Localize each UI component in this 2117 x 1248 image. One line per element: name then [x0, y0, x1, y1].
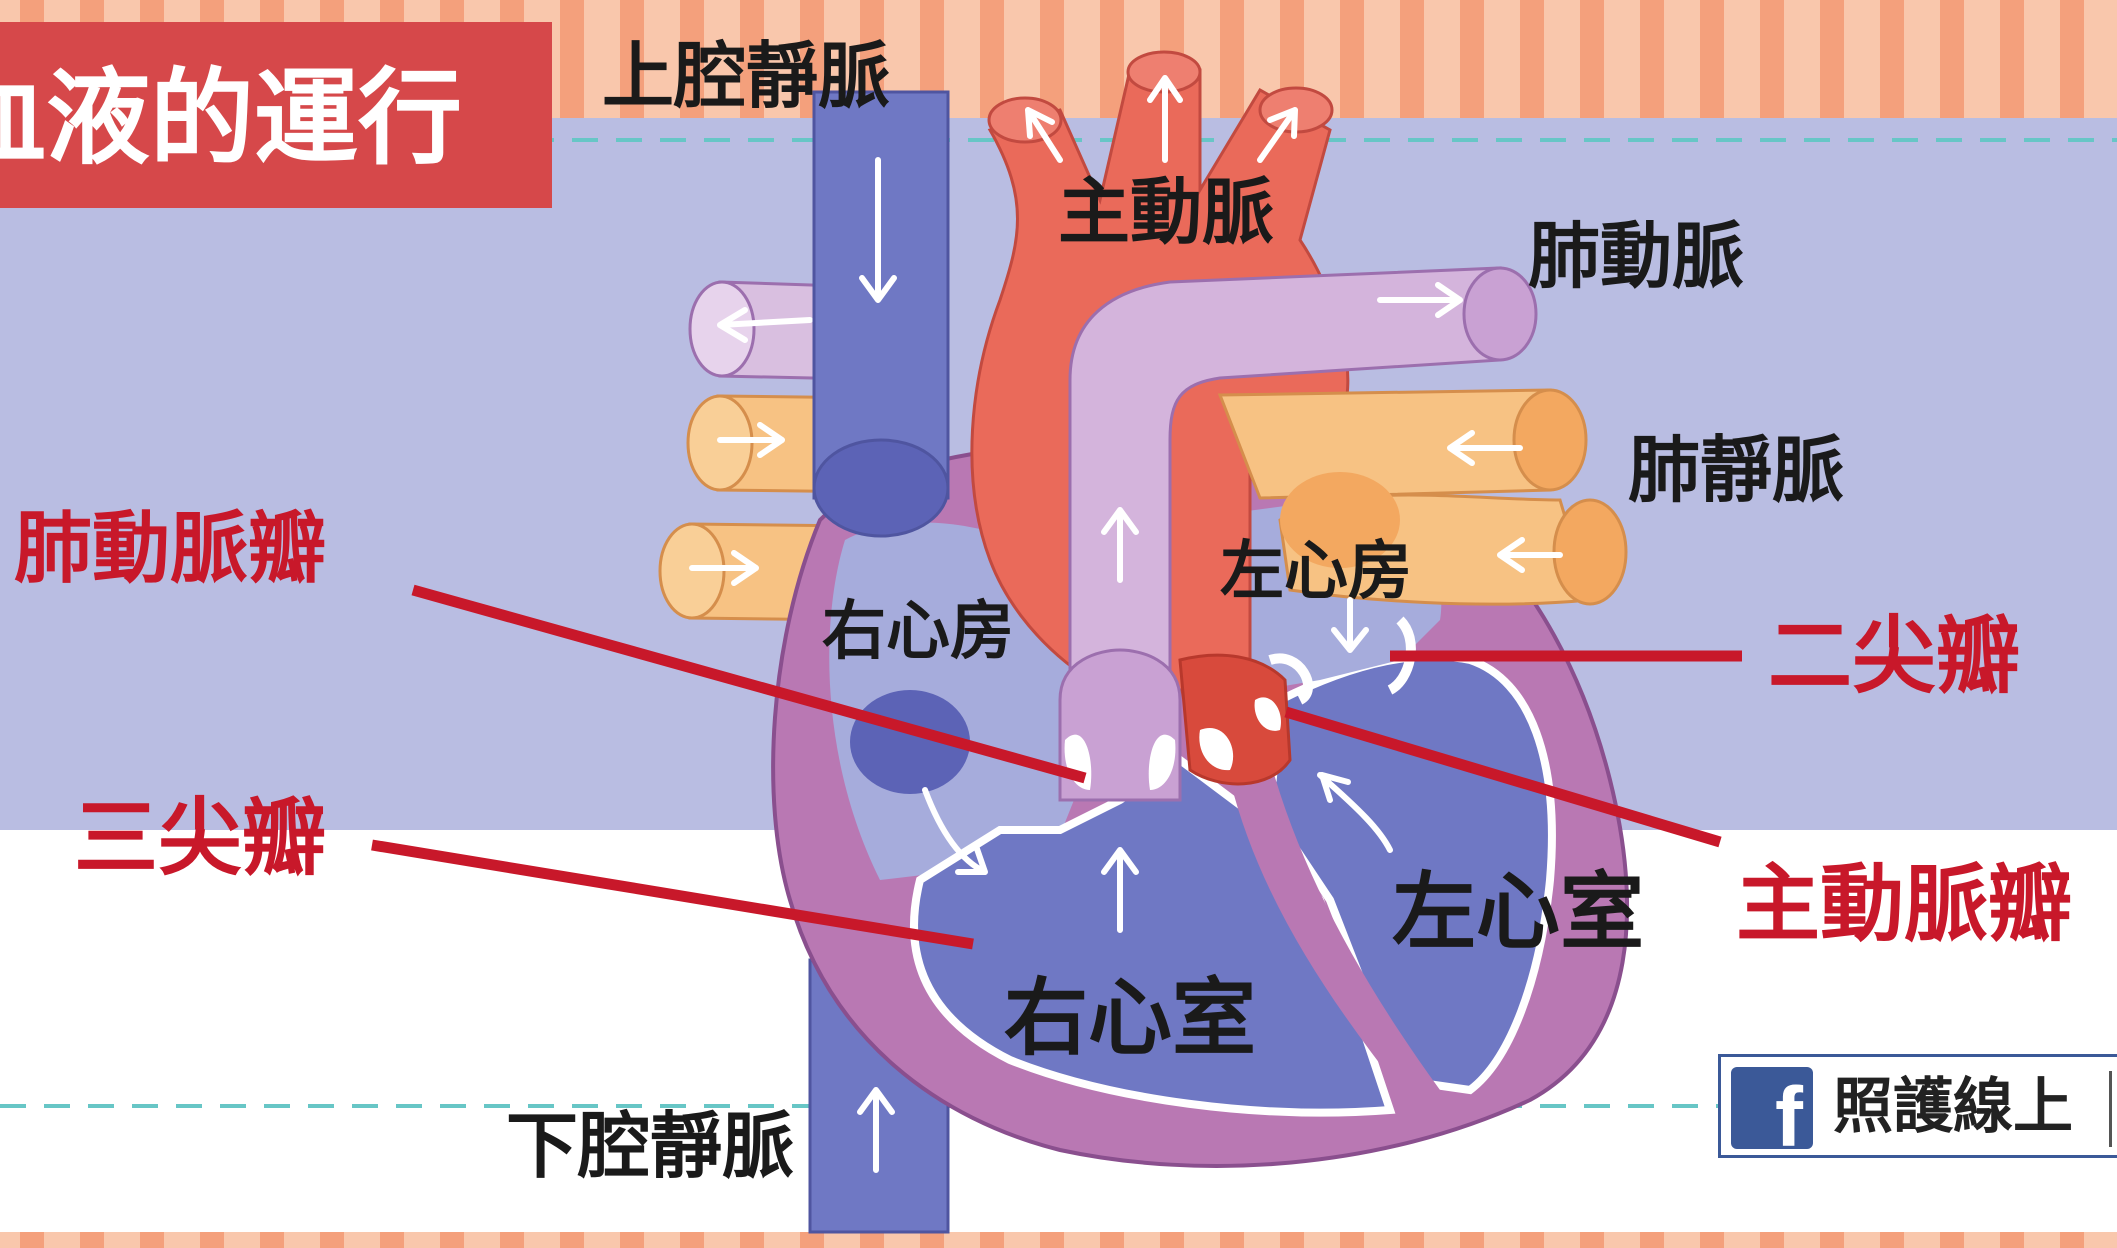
facebook-icon: f [1731, 1067, 1813, 1149]
right-pulmonary-veins [1217, 388, 1628, 606]
pointer-line-pulmonary-valve [411, 584, 1087, 784]
label-aorta: 主動脈 [1058, 170, 1275, 254]
bottom-stripe-band [0, 1232, 2117, 1248]
pointer-line-tricuspid-valve [371, 839, 974, 950]
label-right-atrium: 右心房 [822, 595, 1014, 669]
pulmonary-artery-trunk [1068, 266, 1538, 692]
label-inferior-vena-cava: 下腔靜脈 [506, 1104, 795, 1188]
septum [1230, 760, 1440, 1090]
diagram-title: 血液的運行 [0, 57, 463, 179]
superior-vena-cava [812, 90, 950, 538]
label-pulmonary-vein: 肺靜脈 [1628, 428, 1845, 512]
brand-divider [2109, 1071, 2112, 1147]
label-tricuspid-valve: 三尖瓣 [74, 789, 327, 887]
label-superior-vena-cava: 上腔靜脈 [602, 34, 891, 118]
label-mitral-valve: 二尖瓣 [1768, 607, 2021, 705]
label-left-atrium: 左心房 [1220, 535, 1412, 609]
label-pulmonary-artery: 肺動脈 [1528, 214, 1745, 298]
pointer-line-aortic-valve [1284, 706, 1722, 848]
label-pulmonary-valve: 肺動脈瓣 [14, 504, 327, 594]
label-left-ventricle: 左心室 [1392, 863, 1645, 961]
brand-badge: f 照護線上 [1718, 1054, 2117, 1158]
brand-name: 照護線上 [1833, 1072, 2073, 1142]
label-right-ventricle: 右心室 [1004, 969, 1257, 1067]
label-aortic-valve: 主動脈瓣 [1736, 855, 2073, 953]
title-banner: 血液的運行 [0, 22, 552, 208]
aortic-valve [1178, 653, 1292, 786]
